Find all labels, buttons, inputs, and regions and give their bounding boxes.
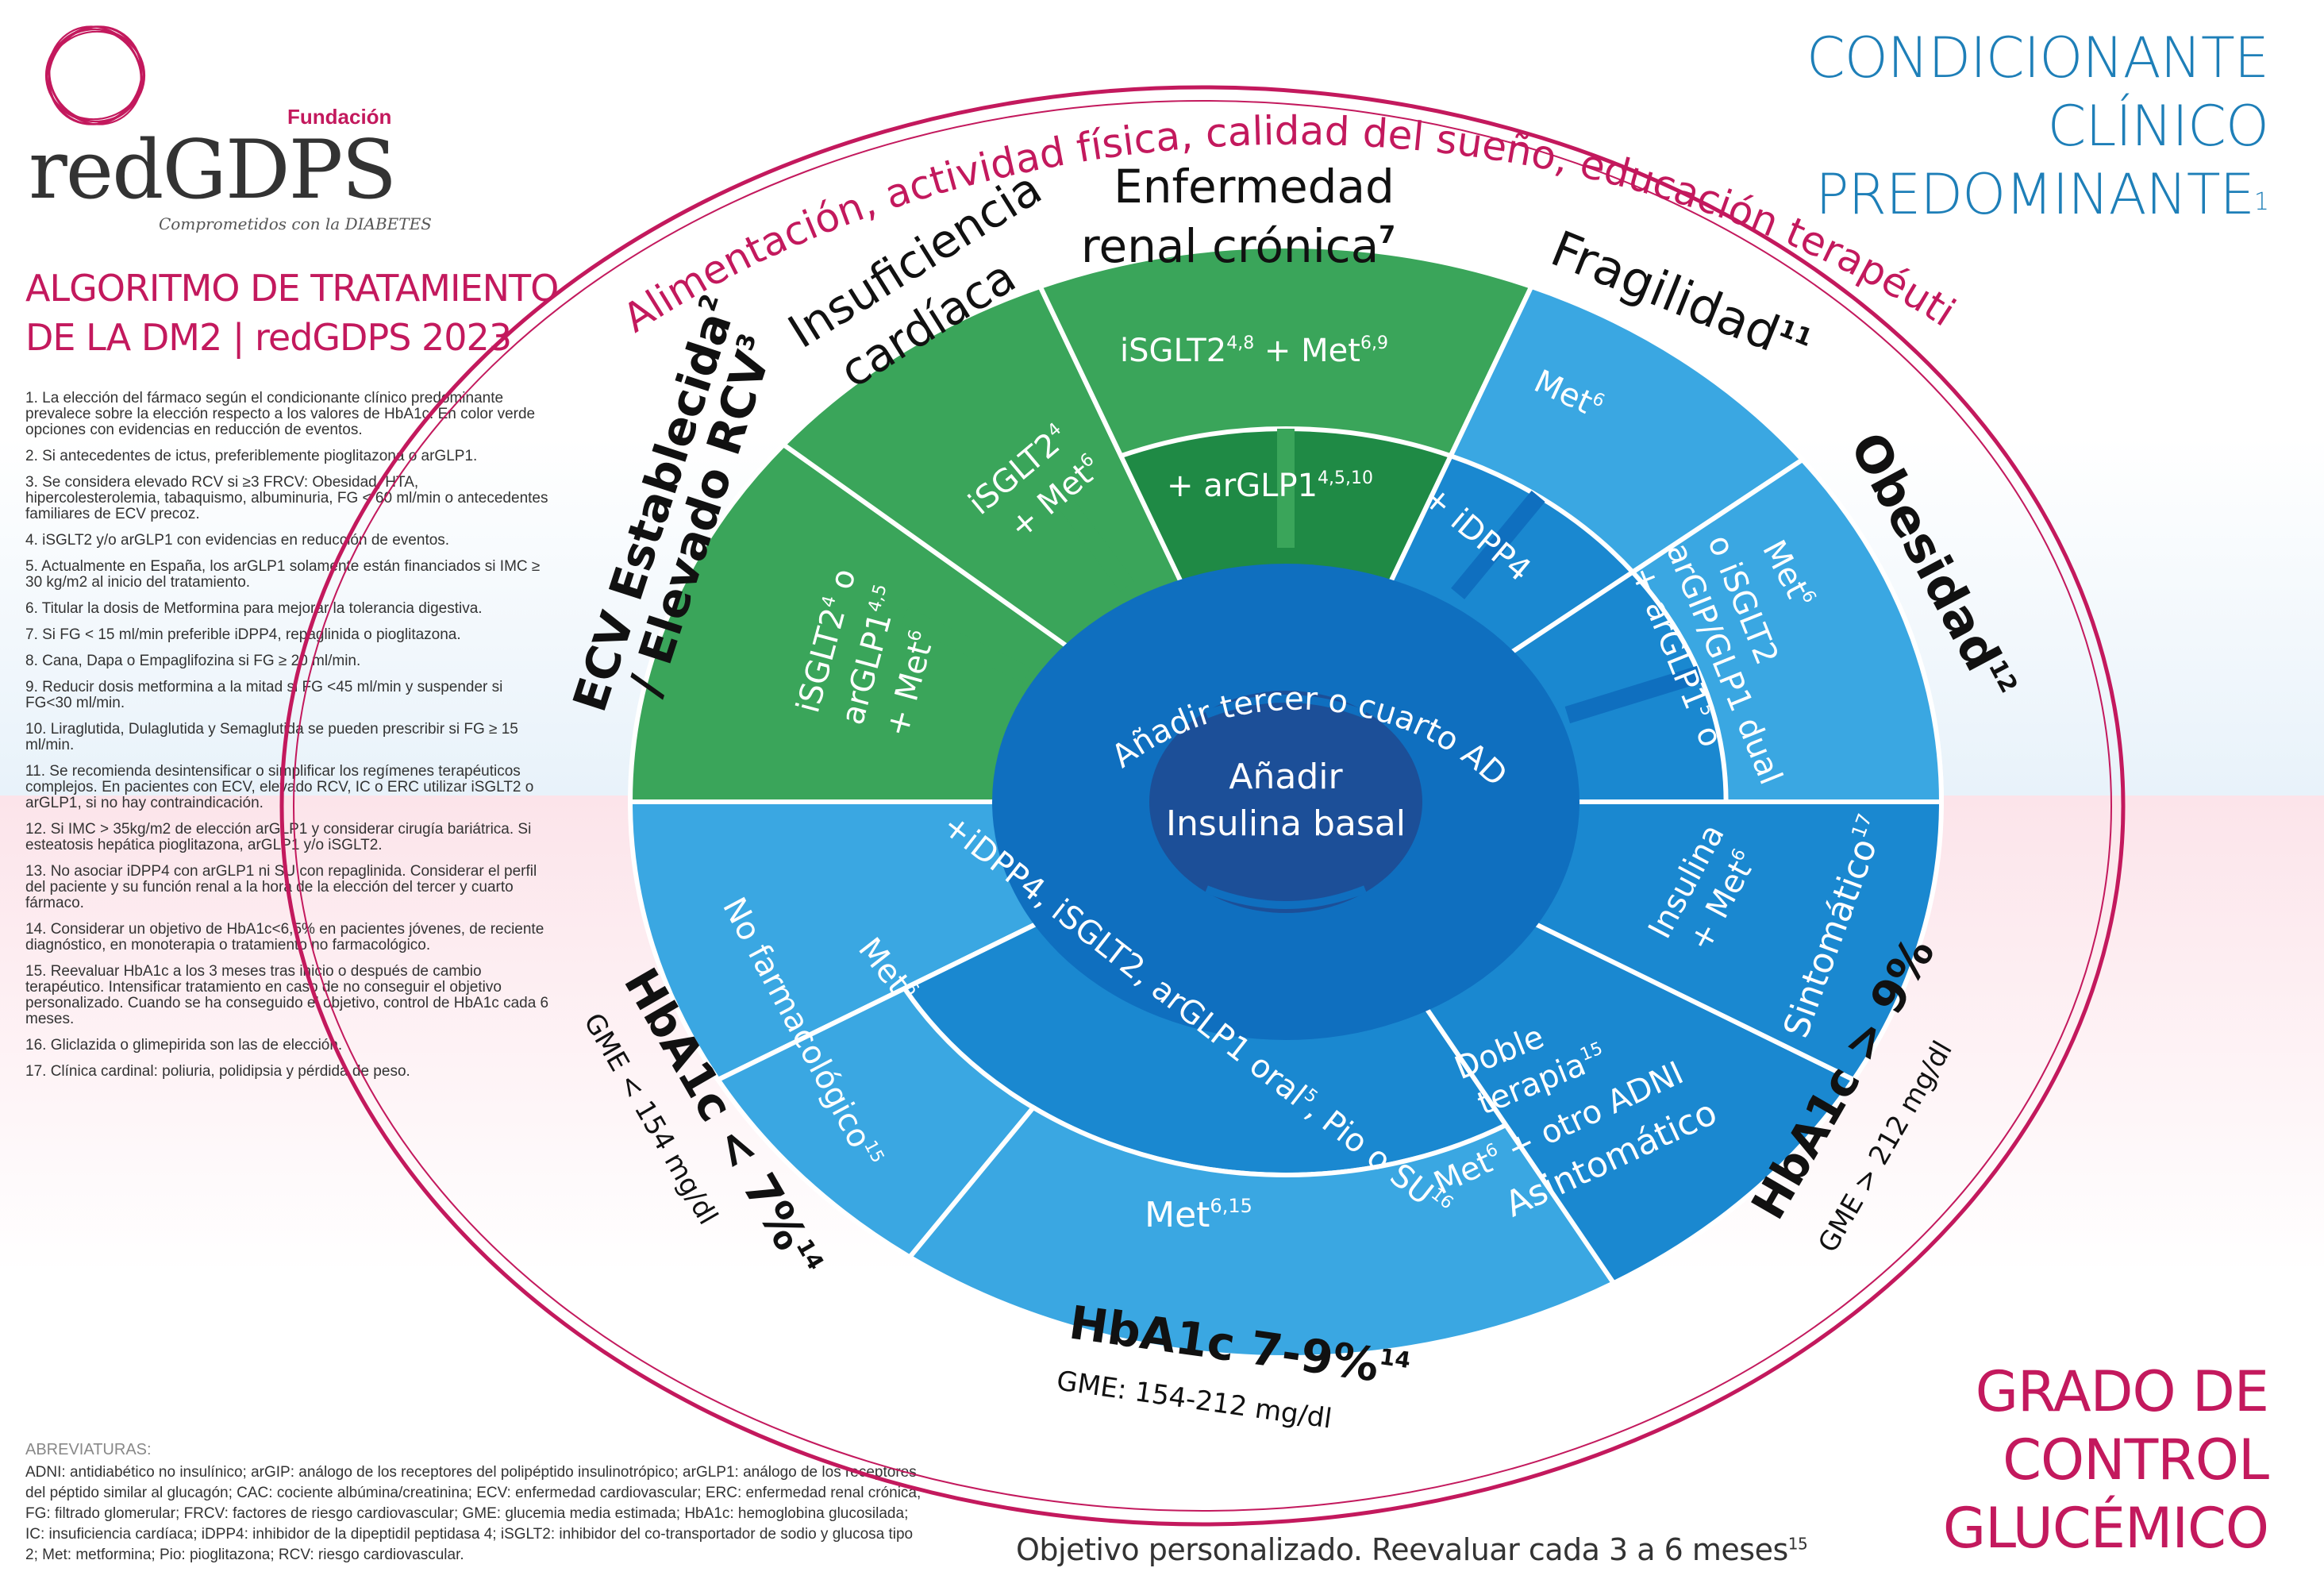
corner-top-sup: 1 [2253, 188, 2269, 216]
wedge-bottom-met-text: Met6,15 [1145, 1195, 1252, 1235]
footnote-2: 2. Si antecedentes de ictus, preferiblem… [25, 448, 478, 464]
logo-fundacion: Fundación [287, 105, 392, 129]
lower-wedges [627, 799, 1945, 1360]
corner-top-line-1: CONDICIONANTE [1806, 25, 2269, 91]
footnote-9: 9. Reducir dosis metformina a la mitad s… [25, 679, 503, 711]
corner-title-top: CONDICIONANTE CLÍNICO PREDOMINANTE1 [1806, 24, 2269, 229]
footnote-16: 16. Gliclazida o glimepirida son las de … [25, 1037, 343, 1054]
wedge-erc-inner-text: + arGLP14,5,10 [1167, 468, 1373, 504]
inward-arrow-icon [1045, 480, 1134, 592]
algorithm-title-line-1: ALGORITMO DE TRATAMIENTO [25, 267, 559, 310]
corner-bottom-line-1: GRADO DE [1975, 1359, 2269, 1424]
footnote-14: 14. Considerar un objetivo de HbA1c<6,5%… [25, 921, 544, 953]
wedge-frag-outer [1447, 283, 1806, 576]
abbreviations-text: ADNI: antidiabético no insulínico; arGIP… [25, 1464, 922, 1563]
logo-tagline: Comprometidos con la DIABETES [159, 214, 432, 233]
footnotes-list: 1. La elección del fármaco según el cond… [25, 391, 549, 1090]
footer-sup: 15 [1787, 1534, 1808, 1554]
footnote-7: 7. Si FG < 15 ml/min preferible iDPP4, r… [25, 626, 461, 643]
corner-bottom-line-3: GLUCÉMICO [1942, 1496, 2269, 1561]
core-label-line-1: Añadir [1229, 757, 1343, 797]
algorithm-title: ALGORITMO DE TRATAMIENTO DE LA DM2 | red… [25, 264, 559, 362]
corner-bottom-line-2: CONTROL [2003, 1427, 2269, 1493]
svg-text:renal crónica7: renal crónica7 [1081, 219, 1395, 273]
footnote-11: 11. Se recomienda desintensificar o simp… [25, 763, 534, 811]
wedge-bottom-met [906, 1104, 1618, 1360]
footnote-5: 5. Actualmente en España, los arGLP1 sol… [25, 558, 541, 591]
core-arrows-icon [1205, 695, 1367, 909]
footnote-3: 3. Se considera elevado RCV si ≥3 FRCV: … [25, 474, 548, 522]
corner-top-line-3: PREDOMINANTE [1815, 162, 2255, 227]
footnote-13: 13. No asociar iDPP4 con arGLP1 ni SU co… [25, 863, 537, 911]
abbreviations-title: ABREVIATURAS: [25, 1441, 152, 1458]
svg-text:Enfermedad: Enfermedad [1114, 160, 1395, 214]
wedge-obes-outer [1629, 456, 1945, 804]
logo-ring-icon [44, 25, 146, 125]
inward-arrow-icon [900, 607, 1030, 683]
condition-erc: Enfermedad renal crónica7 [1081, 160, 1395, 273]
central-core [1149, 691, 1422, 913]
corner-top-line-2: CLÍNICO [2047, 94, 2269, 159]
footnote-12: 12. Si IMC > 35kg/m2 de elección arGLP1 … [25, 821, 532, 853]
footnote-1: 1. La elección del fármaco según el cond… [25, 390, 536, 438]
footnote-6: 6. Titular la dosis de Metformina para m… [25, 600, 483, 617]
wedge-erc-outer-text: iSGLT24,8 + Met6,9 [1120, 333, 1388, 369]
algorithm-title-line-2: DE LA DM2 | redGDPS 2023 [25, 316, 512, 359]
core-label-line-2: Insulina basal [1166, 803, 1406, 844]
wedge-ecv-text: iSGLT24 o arGLP14,5 + Met6 [790, 565, 939, 741]
wedge-erc-outer [1037, 244, 1535, 459]
footnote-17: 17. Clínica cardinal: poliuria, polidips… [25, 1063, 410, 1080]
logo-wordmark: redGDPS [29, 123, 397, 218]
footer-note: Objetivo personalizado. Reevaluar cada 3… [1016, 1532, 1808, 1567]
footnote-15: 15. Reevaluar HbA1c a los 3 meses tras i… [25, 963, 549, 1027]
footer-text: Objetivo personalizado. Reevaluar cada 3… [1016, 1532, 1788, 1567]
footnote-10: 10. Liraglutida, Dulaglutida y Semagluti… [25, 721, 518, 753]
outer-lifestyle-ring [279, 85, 2126, 1527]
footnote-8: 8. Cana, Dapa o Empaglifozina si FG ≥ 20… [25, 653, 361, 669]
inward-arrow-icon [1451, 490, 1545, 599]
inward-arrow-icon [1564, 665, 1703, 724]
corner-title-bottom: GRADO DE CONTROL GLUCÉMICO [1942, 1358, 2269, 1562]
